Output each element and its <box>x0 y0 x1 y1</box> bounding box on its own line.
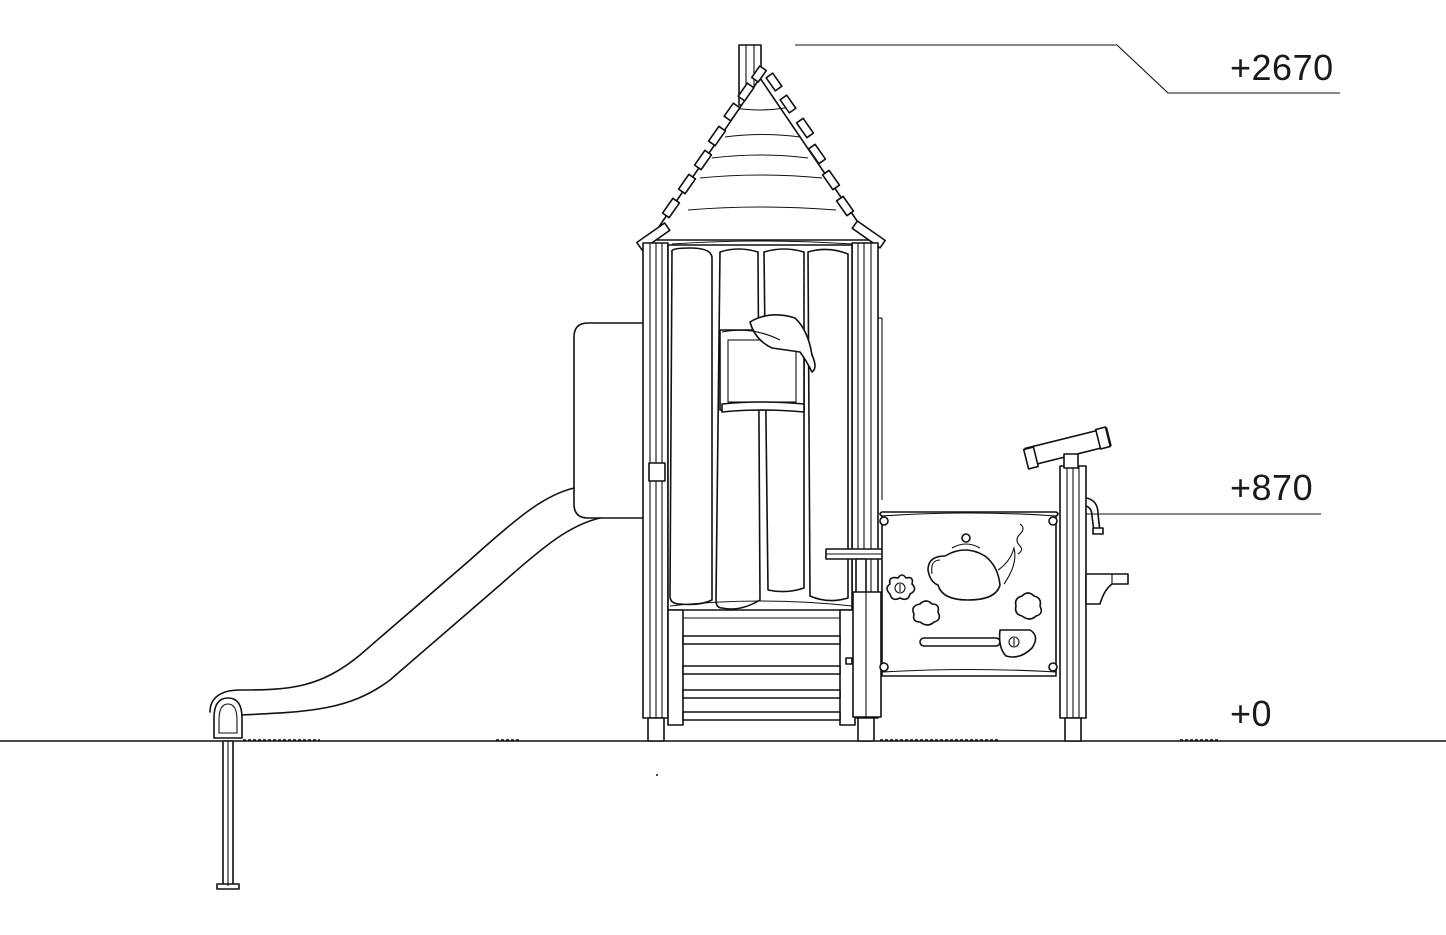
elevation-ground-label: +0 <box>1230 693 1272 734</box>
elevation-leaders <box>795 44 1340 515</box>
telescope-icon <box>1022 426 1112 470</box>
ground-line <box>0 739 1446 776</box>
elevation-platform-label: +870 <box>1230 467 1313 508</box>
flower-icon <box>886 574 1043 626</box>
tower-handle <box>825 548 907 718</box>
tower <box>635 44 887 742</box>
telescope-post <box>1022 426 1129 742</box>
teapot-icon <box>927 523 1024 601</box>
play-panel <box>879 511 1059 677</box>
slide <box>209 322 646 890</box>
cup-icon <box>919 629 1037 658</box>
elevation-top-label: +2670 <box>1230 47 1334 88</box>
